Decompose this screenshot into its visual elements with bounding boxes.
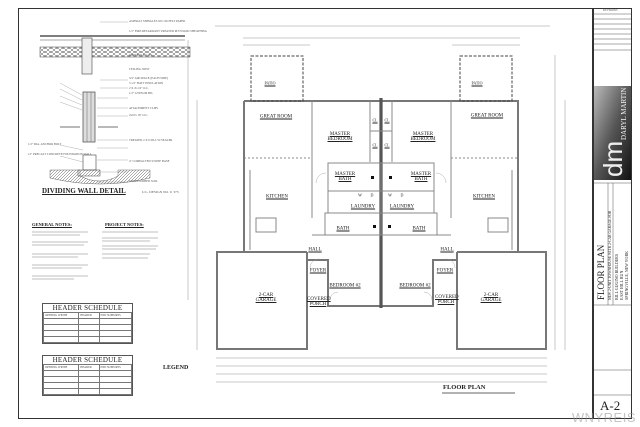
room-covered-porch-left: COVERED PORCH	[307, 297, 331, 307]
room-kitchen-right: KITCHEN	[473, 194, 495, 200]
interior-partitions	[244, 101, 518, 250]
schedule-title: HEADER SCHEDULE	[52, 304, 123, 312]
room-patio-left: PATIO	[264, 80, 276, 86]
callout: RAFTERS 16" O.C.	[129, 53, 154, 57]
callout: 3/4" AIR SPACE (EACH SIDE)	[129, 76, 168, 80]
room-bath-left: BATH	[336, 226, 350, 232]
callout: 2x10's 16" O.C.	[129, 113, 149, 117]
room-bedroom2-left: BEDROOM #2	[329, 283, 361, 289]
dryer-right: D	[400, 192, 404, 198]
washer-left: W	[358, 192, 362, 198]
sheet-title: FLOOR PLAN	[596, 244, 606, 300]
dimension-lines	[187, 25, 566, 383]
project-notes-title: PROJECT NOTES:	[105, 222, 144, 227]
room-master-bath-right: MASTER BATH	[410, 172, 432, 182]
dryer-left: D	[370, 192, 374, 198]
callout: CEILING JOIST	[129, 67, 150, 71]
callout: 4" COMPACTED STONE BASE	[129, 159, 170, 163]
firm-logo-mark: dm	[598, 140, 628, 177]
callout: 1/2" GYPSUM BD.	[129, 91, 153, 95]
room-covered-porch-right: COVERED PORCH	[435, 295, 459, 305]
room-master-bedroom-right: MASTER BEDROOM	[410, 132, 436, 142]
sheet-number: A-2	[600, 398, 621, 413]
closet-right: CL	[384, 117, 390, 123]
closet-right: CL	[384, 142, 390, 148]
room-garage-left: 2-CAR GARAGE	[255, 293, 277, 303]
detail-title: DIVIDING WALL DETAIL	[42, 187, 126, 195]
room-kitchen-left: KITCHEN	[266, 194, 288, 200]
callout: 2 X 4's 16" O.C.	[129, 86, 149, 90]
floor-plan-title: FLOOR PLAN	[443, 384, 486, 391]
revisions-label: REVISIONS	[603, 9, 618, 12]
firm-name: DARYL MARTIN	[620, 87, 628, 140]
washer-right: W	[388, 192, 392, 198]
room-master-bath-left: MASTER BATH	[334, 172, 356, 182]
callout: 3 1/2" BATT INSULATION	[129, 81, 164, 85]
room-laundry-right: LAUNDRY	[389, 204, 415, 210]
room-great-room-right: GREAT ROOM	[470, 113, 504, 119]
dividing-wall-detail-drawing	[39, 21, 191, 185]
callout: 1/2" FIRE RETARDANT TREATED PLYWOOD SHEA…	[129, 29, 207, 33]
closet-left: CL	[372, 142, 378, 148]
exhaust-fans	[371, 176, 392, 228]
callout: ATTACHMENT CLIPS	[129, 106, 158, 110]
callout: 1/2" DIA. ANCHOR BOLT	[28, 142, 62, 146]
callout: TREATED 2 X 6 SILL W/SEALER	[129, 138, 173, 142]
project-city: SPRINGVILLE, NEW YORK	[624, 251, 629, 300]
room-hall-right: HALL	[440, 247, 454, 253]
watermark: WNYREIS	[571, 410, 636, 425]
room-foyer-right: FOYER	[436, 268, 454, 274]
room-hall-left: HALL	[308, 247, 322, 253]
callout: UNDISTURBED SOIL	[129, 179, 158, 183]
room-laundry-left: LAUNDRY	[350, 204, 376, 210]
patios	[250, 55, 513, 102]
room-foyer-left: FOYER	[309, 268, 327, 274]
title-block-lines	[594, 13, 631, 396]
room-bedroom2-right: BEDROOM #2	[399, 283, 431, 289]
room-great-room-left: GREAT ROOM	[259, 114, 293, 120]
detail-subtitle: U.L. DESIGN NO. U 373	[142, 190, 179, 194]
closet-left: CL	[372, 117, 378, 123]
room-garage-right: 2-CAR GARAGE	[480, 293, 502, 303]
room-bath-right: BATH	[412, 226, 426, 232]
project-description: NEW 2-UNIT TOWNHOUSE WITH 2-CAR GARAGE F…	[608, 210, 612, 300]
legend-title: LEGEND	[163, 365, 189, 371]
general-notes-title: GENERAL NOTES:	[32, 222, 72, 227]
callout: ASPHALT SHINGLES ON 15# FELT PAPER	[129, 19, 186, 23]
door-swings	[309, 172, 456, 301]
room-master-bedroom-left: MASTER BEDROOM	[327, 132, 353, 142]
logo-background	[594, 86, 631, 180]
room-patio-right: PATIO	[471, 80, 483, 86]
schedule-title: HEADER SCHEDULE	[52, 356, 123, 364]
callout: 12" PRECAST CONCRETE FOUNDATION WALL	[28, 152, 92, 156]
